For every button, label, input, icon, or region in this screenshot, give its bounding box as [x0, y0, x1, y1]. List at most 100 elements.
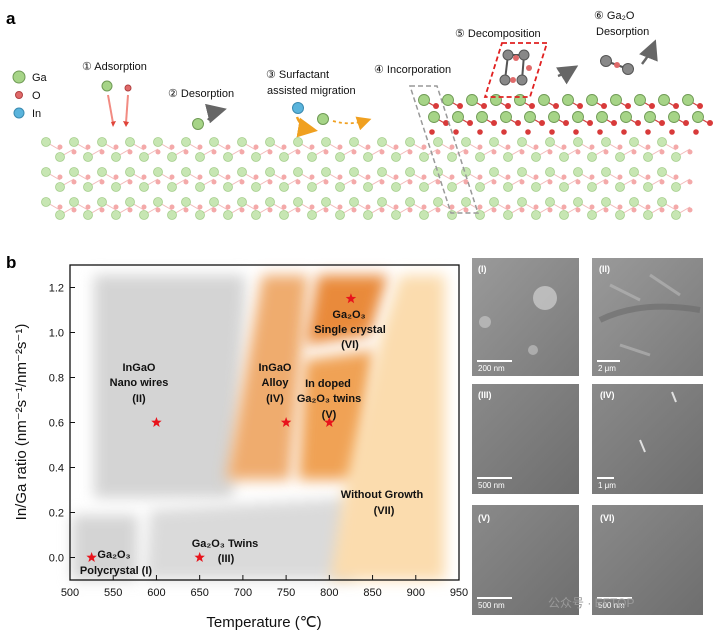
sem-iii-scale: 500 nm: [478, 481, 505, 490]
sem-ii-scale: 2 μm: [598, 364, 616, 373]
x-tick-label: 850: [363, 587, 381, 599]
region-vi-label-1: Ga₂O₃: [332, 309, 365, 321]
data-point-star-2: [194, 552, 205, 562]
ga2o-molecule-icon: [600, 55, 634, 75]
atom-legend: Ga O In: [12, 70, 48, 120]
adsorbing-o-atom-icon: [124, 84, 132, 92]
step-desorption-label: ② Desorption: [168, 88, 234, 100]
sem-image-vi: (VI) 500 nm: [592, 505, 703, 615]
y-tick-label: 1.2: [49, 283, 64, 295]
adsorbing-ga-atom-icon: [101, 80, 113, 92]
migrating-ga-atom-icon: [317, 113, 329, 125]
legend-ga-label: Ga: [32, 72, 48, 84]
step-decomposition-label: ⑤ Decomposition: [455, 28, 541, 40]
step-surfactant-label-2: assisted migration: [267, 85, 356, 97]
y-tick-label: 0.0: [49, 553, 64, 565]
migration-arrow-icon: [332, 116, 372, 131]
x-tick-label: 600: [147, 587, 165, 599]
x-tick-label: 800: [320, 587, 338, 599]
data-points: [86, 293, 357, 562]
ga-atom-icon: [12, 70, 26, 84]
region-v-label-2: Ga₂O₃ twins: [297, 393, 361, 405]
region-iv-label-3: (IV): [266, 393, 284, 405]
sem-image-grid: (I) 200 nm (II) 2 μm (III) 500 nm: [472, 258, 703, 615]
x-tick-label: 750: [277, 587, 295, 599]
sem-v-label: (V): [478, 513, 490, 523]
data-point-star-3: [280, 417, 292, 427]
data-point-star-0: [86, 552, 97, 562]
step-incorporation-label: ④ Incorporation: [374, 64, 451, 76]
legend-o-label: O: [32, 90, 41, 102]
region-vii-shade: [330, 275, 445, 580]
step-surfactant-label-1: ③ Surfactant: [266, 69, 329, 81]
o-atom-icon: [15, 91, 23, 99]
x-tick-label: 700: [234, 587, 252, 599]
y-axis-title: In/Ga ratio (nm⁻²s⁻¹/nm⁻²s⁻¹): [13, 324, 30, 521]
region-i-shade: [72, 515, 138, 580]
sem-image-ii: (II) 2 μm: [592, 258, 703, 376]
x-tick-label: 950: [450, 587, 468, 599]
adsorption-arrow-icon-2: [125, 94, 129, 124]
data-point-star-4: [324, 417, 335, 427]
region-iv-label-2: Alloy: [262, 377, 290, 389]
region-i-label-2: Polycrystal (I): [80, 565, 152, 577]
y-tick-label: 0.8: [49, 373, 64, 385]
y-tick-label: 0.6: [49, 418, 64, 430]
sem-image-i: (I) 200 nm: [472, 258, 579, 376]
step-adsorption-label: ① Adsorption: [82, 61, 147, 73]
x-axis-title: Temperature (℃): [206, 614, 321, 631]
region-i-label-1: Ga₂O₃: [97, 549, 130, 561]
surfactant-arrow-icon: [295, 116, 318, 138]
sem-vi-label: (VI): [600, 513, 615, 523]
decomposition-box: [483, 42, 549, 98]
step-ga2o-label-1: ⑥ Ga₂O: [594, 10, 635, 22]
region-iv-label-1: InGaO: [258, 362, 291, 374]
panel-a-label: a: [6, 9, 16, 28]
data-point-star-5: [345, 293, 357, 304]
sem-iv-label: (IV): [600, 390, 615, 400]
region-iii-label-2: (III): [218, 553, 235, 565]
y-tick-label: 0.4: [49, 463, 64, 475]
sem-image-v: (V) 500 nm: [472, 505, 579, 615]
decomposition-arrow-icon: [555, 65, 579, 85]
x-tick-label: 650: [190, 587, 208, 599]
surfactant-in-atom-icon: [292, 102, 304, 114]
watermark-text: 公众号 · EFTOP: [548, 596, 634, 610]
region-v-label-3: (V): [322, 409, 337, 421]
x-tick-label: 900: [407, 587, 425, 599]
adsorption-arrow-icon: [107, 94, 114, 124]
region-vi-label-3: (VI): [341, 339, 359, 351]
desorbing-ga-atom-icon: [192, 118, 204, 130]
sem-i-scale: 200 nm: [478, 364, 505, 373]
region-ii-label-2: Nano wires: [110, 377, 169, 389]
sem-iv-scale: 1 μm: [598, 481, 616, 490]
legend-in-label: In: [32, 108, 41, 120]
region-vi-shade: [305, 275, 388, 345]
step-ga2o-label-2: Desorption: [596, 26, 649, 38]
y-tick-label: 1.0: [49, 328, 64, 340]
x-tick-label: 500: [61, 587, 79, 599]
panel-b-label: b: [6, 253, 16, 272]
sem-v-scale: 500 nm: [478, 601, 505, 610]
sem-iii-label: (III): [478, 390, 492, 400]
x-tick-label: 550: [104, 587, 122, 599]
incorporation-box: [408, 85, 480, 214]
sem-image-iii: (III) 500 nm: [472, 384, 579, 494]
ga2o-desorption-arrow-icon: [639, 39, 658, 65]
region-ii-shade: [94, 275, 245, 498]
region-vii-label-2: (VII): [374, 505, 395, 517]
substrate-lattice: [41, 137, 693, 220]
region-labels: Ga₂O₃ Polycrystal (I) InGaO Nano wires (…: [80, 309, 424, 577]
region-ii-label-3: (II): [132, 393, 146, 405]
in-atom-icon: [13, 107, 25, 119]
region-ii-label-1: InGaO: [122, 362, 155, 374]
panel-a: a Ga O In ① Adsorption ② Desorption ③ Su…: [6, 9, 713, 220]
region-vi-label-2: Single crystal: [314, 324, 386, 336]
grown-film-lattice: [418, 94, 713, 135]
region-iii-label-1: Ga₂O₃ Twins: [192, 538, 259, 550]
phase-region-shading: [70, 265, 459, 580]
sem-vi-scale: 500 nm: [598, 601, 625, 610]
